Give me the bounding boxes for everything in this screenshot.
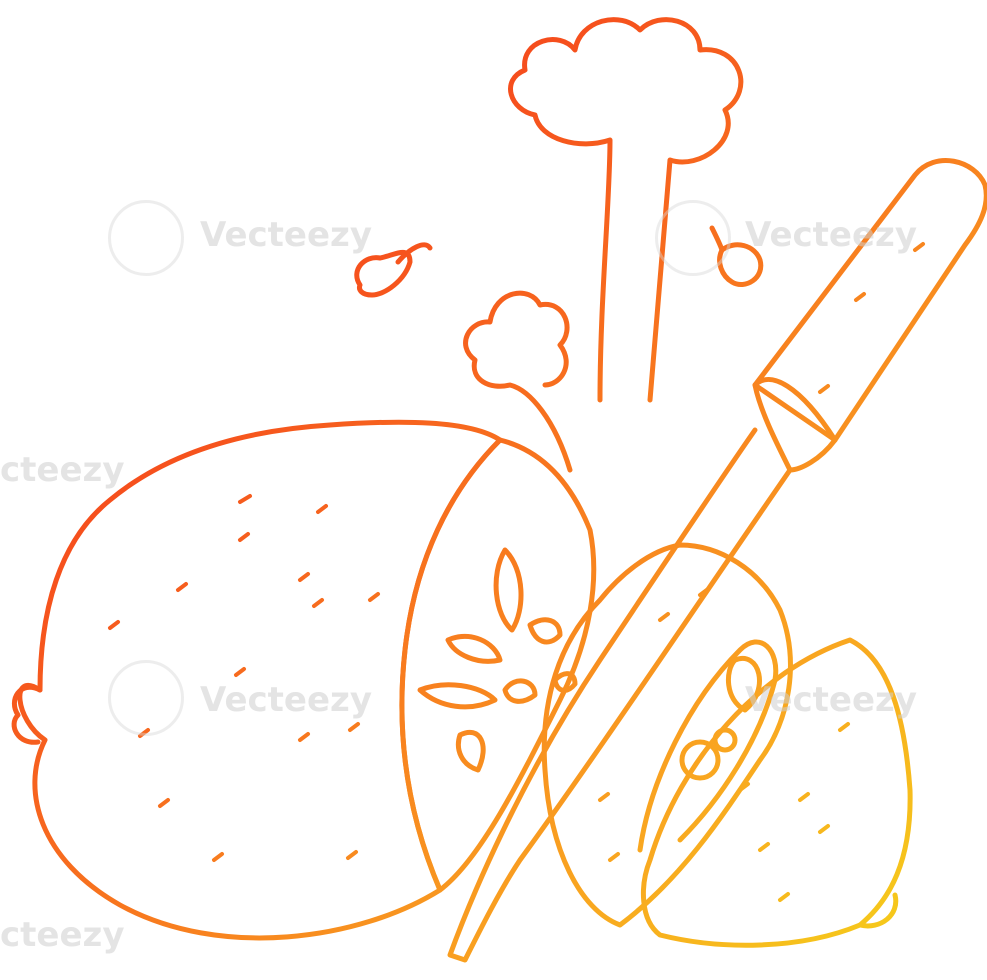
lemon-segments	[417, 547, 578, 773]
juice-drop	[717, 242, 764, 287]
seed	[679, 739, 721, 781]
juice-splash-small	[463, 290, 573, 473]
juice-drop	[354, 249, 413, 298]
knife-bolster	[752, 377, 838, 473]
knife-handle	[752, 158, 987, 443]
lemon-slice-inner	[637, 639, 779, 853]
lemon-cut-face	[399, 437, 597, 893]
lemon-wedge	[640, 637, 913, 948]
knife-blade	[447, 427, 793, 963]
peel-texture	[108, 242, 925, 902]
juice-drop	[709, 225, 725, 253]
whole-lemon-tip	[11, 685, 43, 745]
juice-drop	[395, 242, 433, 265]
lemon-wedge-nub	[857, 892, 899, 929]
juice-splash-large	[508, 17, 744, 403]
seed	[725, 655, 762, 713]
